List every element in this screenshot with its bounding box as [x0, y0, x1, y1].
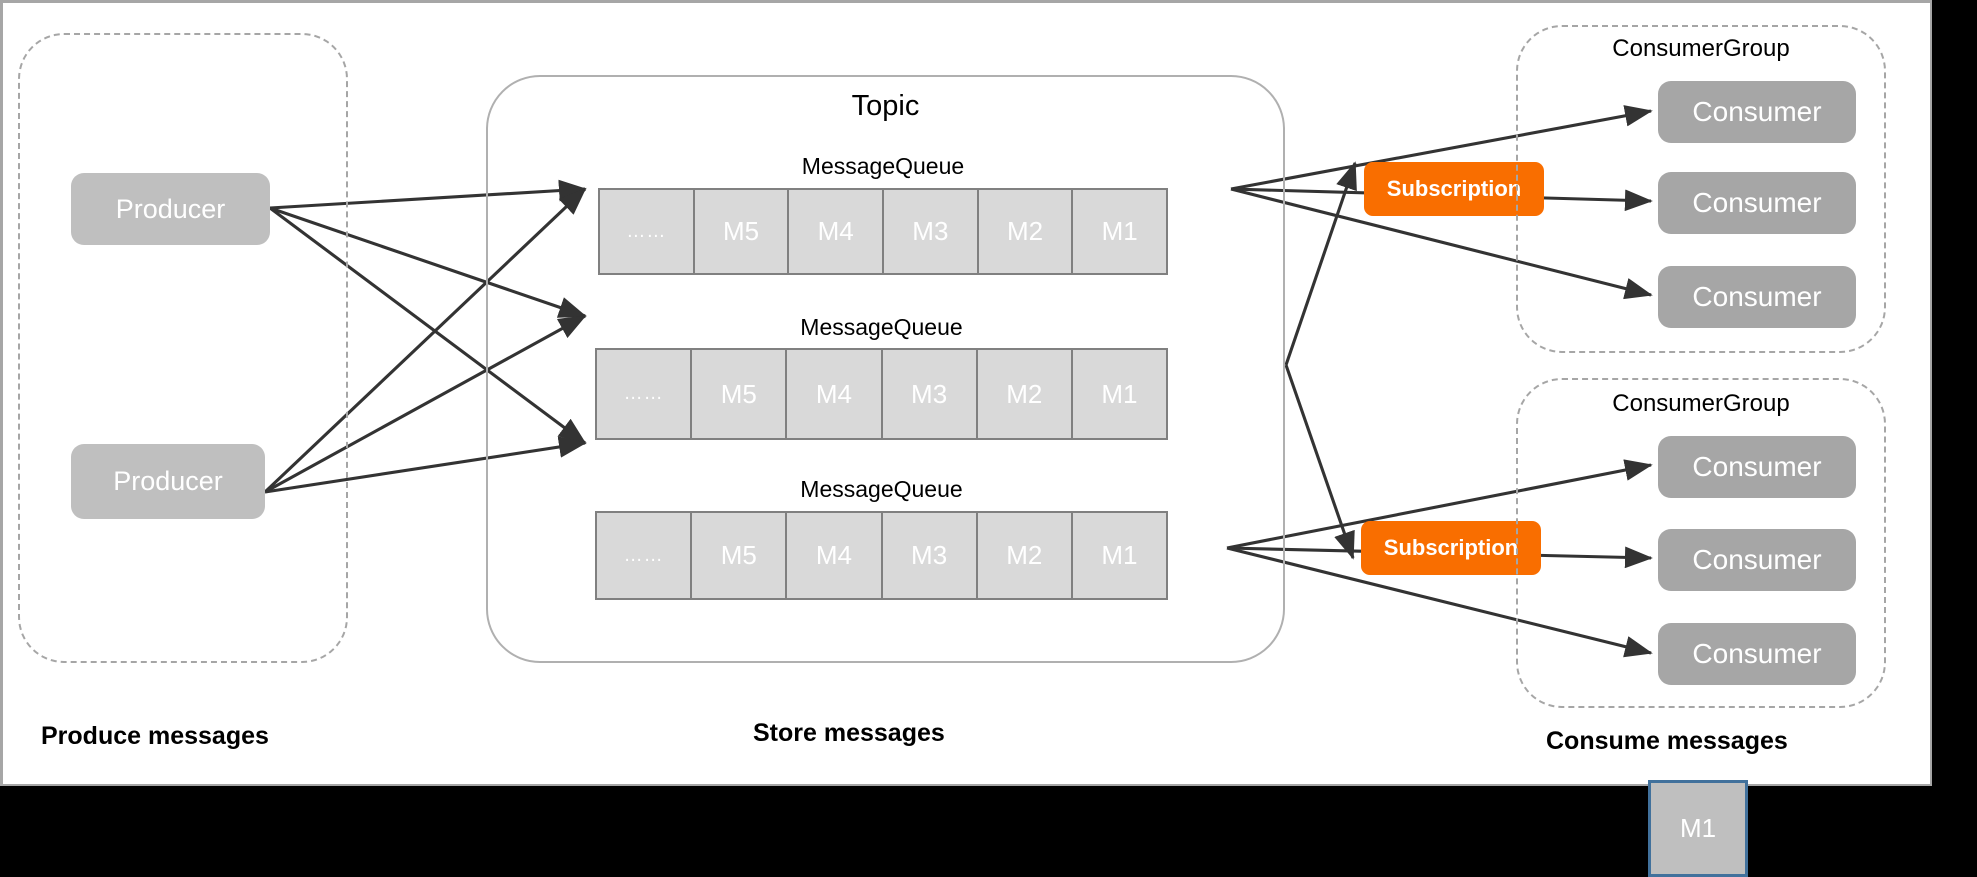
queue-cell[interactable]: …… [595, 511, 693, 600]
consumer-label: Consumer [1692, 638, 1822, 669]
consumer-group-boundary-2 [1516, 378, 1886, 708]
subscription-box-1[interactable]: Subscription [1364, 162, 1544, 216]
queue-cell[interactable]: M1 [1071, 188, 1169, 275]
queue-cell[interactable]: M2 [975, 511, 1073, 600]
queue-cell[interactable]: …… [595, 348, 693, 440]
queue-cell[interactable]: M2 [975, 348, 1073, 440]
message-queue-1: …… M5 M4 M3 M2 M1 [598, 188, 1169, 275]
phase-label-consume: Consume messages [1546, 727, 1788, 755]
queue-cell[interactable]: M3 [880, 348, 978, 440]
consumer-box-2-2[interactable]: Consumer [1658, 529, 1856, 591]
queue-cell[interactable]: …… [598, 188, 695, 275]
phase-label-store: Store messages [753, 719, 945, 747]
produce-group-boundary [18, 33, 348, 663]
queue-cell[interactable]: M5 [692, 188, 790, 275]
queue-cell[interactable]: M4 [785, 511, 883, 600]
subscription-box-2[interactable]: Subscription [1361, 521, 1541, 575]
queue-cell[interactable]: M5 [690, 348, 788, 440]
consumer-group-title-2: ConsumerGroup [1612, 390, 1790, 417]
consumer-label: Consumer [1692, 96, 1822, 127]
queue-title-3: MessageQueue [800, 476, 963, 502]
consumer-box-2-1[interactable]: Consumer [1658, 436, 1856, 498]
edge-topic-subscription1 [1284, 161, 1357, 366]
floating-message-cell[interactable]: M1 [1648, 780, 1748, 877]
queue-title-1: MessageQueue [801, 153, 965, 179]
queue-title-2: MessageQueue [800, 314, 963, 340]
topic-title: Topic [851, 90, 920, 122]
consumer-label: Consumer [1692, 451, 1822, 482]
message-queue-2: …… M5 M4 M3 M2 M1 [595, 348, 1169, 440]
producer-box-1[interactable]: Producer [71, 173, 270, 245]
queue-cell[interactable]: M3 [880, 511, 978, 600]
queue-cell[interactable]: M3 [882, 188, 979, 275]
consumer-box-1-1[interactable]: Consumer [1658, 81, 1856, 143]
producer-label: Producer [115, 193, 226, 224]
consumer-box-2-3[interactable]: Consumer [1658, 623, 1856, 685]
consumer-group-boundary-1 [1516, 25, 1886, 353]
producer-box-2[interactable]: Producer [71, 444, 265, 519]
queue-cell[interactable]: M4 [785, 348, 883, 440]
queue-cell[interactable]: M1 [1070, 348, 1169, 440]
queue-cell[interactable]: M1 [1070, 511, 1169, 600]
queue-cell[interactable]: M2 [976, 188, 1074, 275]
topic-boundary [486, 75, 1285, 663]
consumer-label: Consumer [1692, 544, 1822, 575]
queue-cell[interactable]: M5 [690, 511, 788, 600]
consumer-label: Consumer [1692, 281, 1822, 312]
subscription-label: Subscription [1383, 535, 1519, 560]
queue-cell[interactable]: M4 [787, 188, 885, 275]
phase-label-produce: Produce messages [41, 722, 269, 750]
consumer-box-1-2[interactable]: Consumer [1658, 172, 1856, 234]
producer-label: Producer [113, 466, 223, 496]
message-queue-3: …… M5 M4 M3 M2 M1 [595, 511, 1169, 600]
consumer-label: Consumer [1692, 187, 1822, 218]
subscription-label: Subscription [1386, 176, 1522, 201]
consumer-group-title-1: ConsumerGroup [1612, 35, 1790, 62]
slide-canvas: Producer Producer Produce messages Topic… [0, 0, 1932, 786]
edge-topic-subscription2 [1284, 364, 1355, 560]
consumer-box-1-3[interactable]: Consumer [1658, 266, 1856, 328]
